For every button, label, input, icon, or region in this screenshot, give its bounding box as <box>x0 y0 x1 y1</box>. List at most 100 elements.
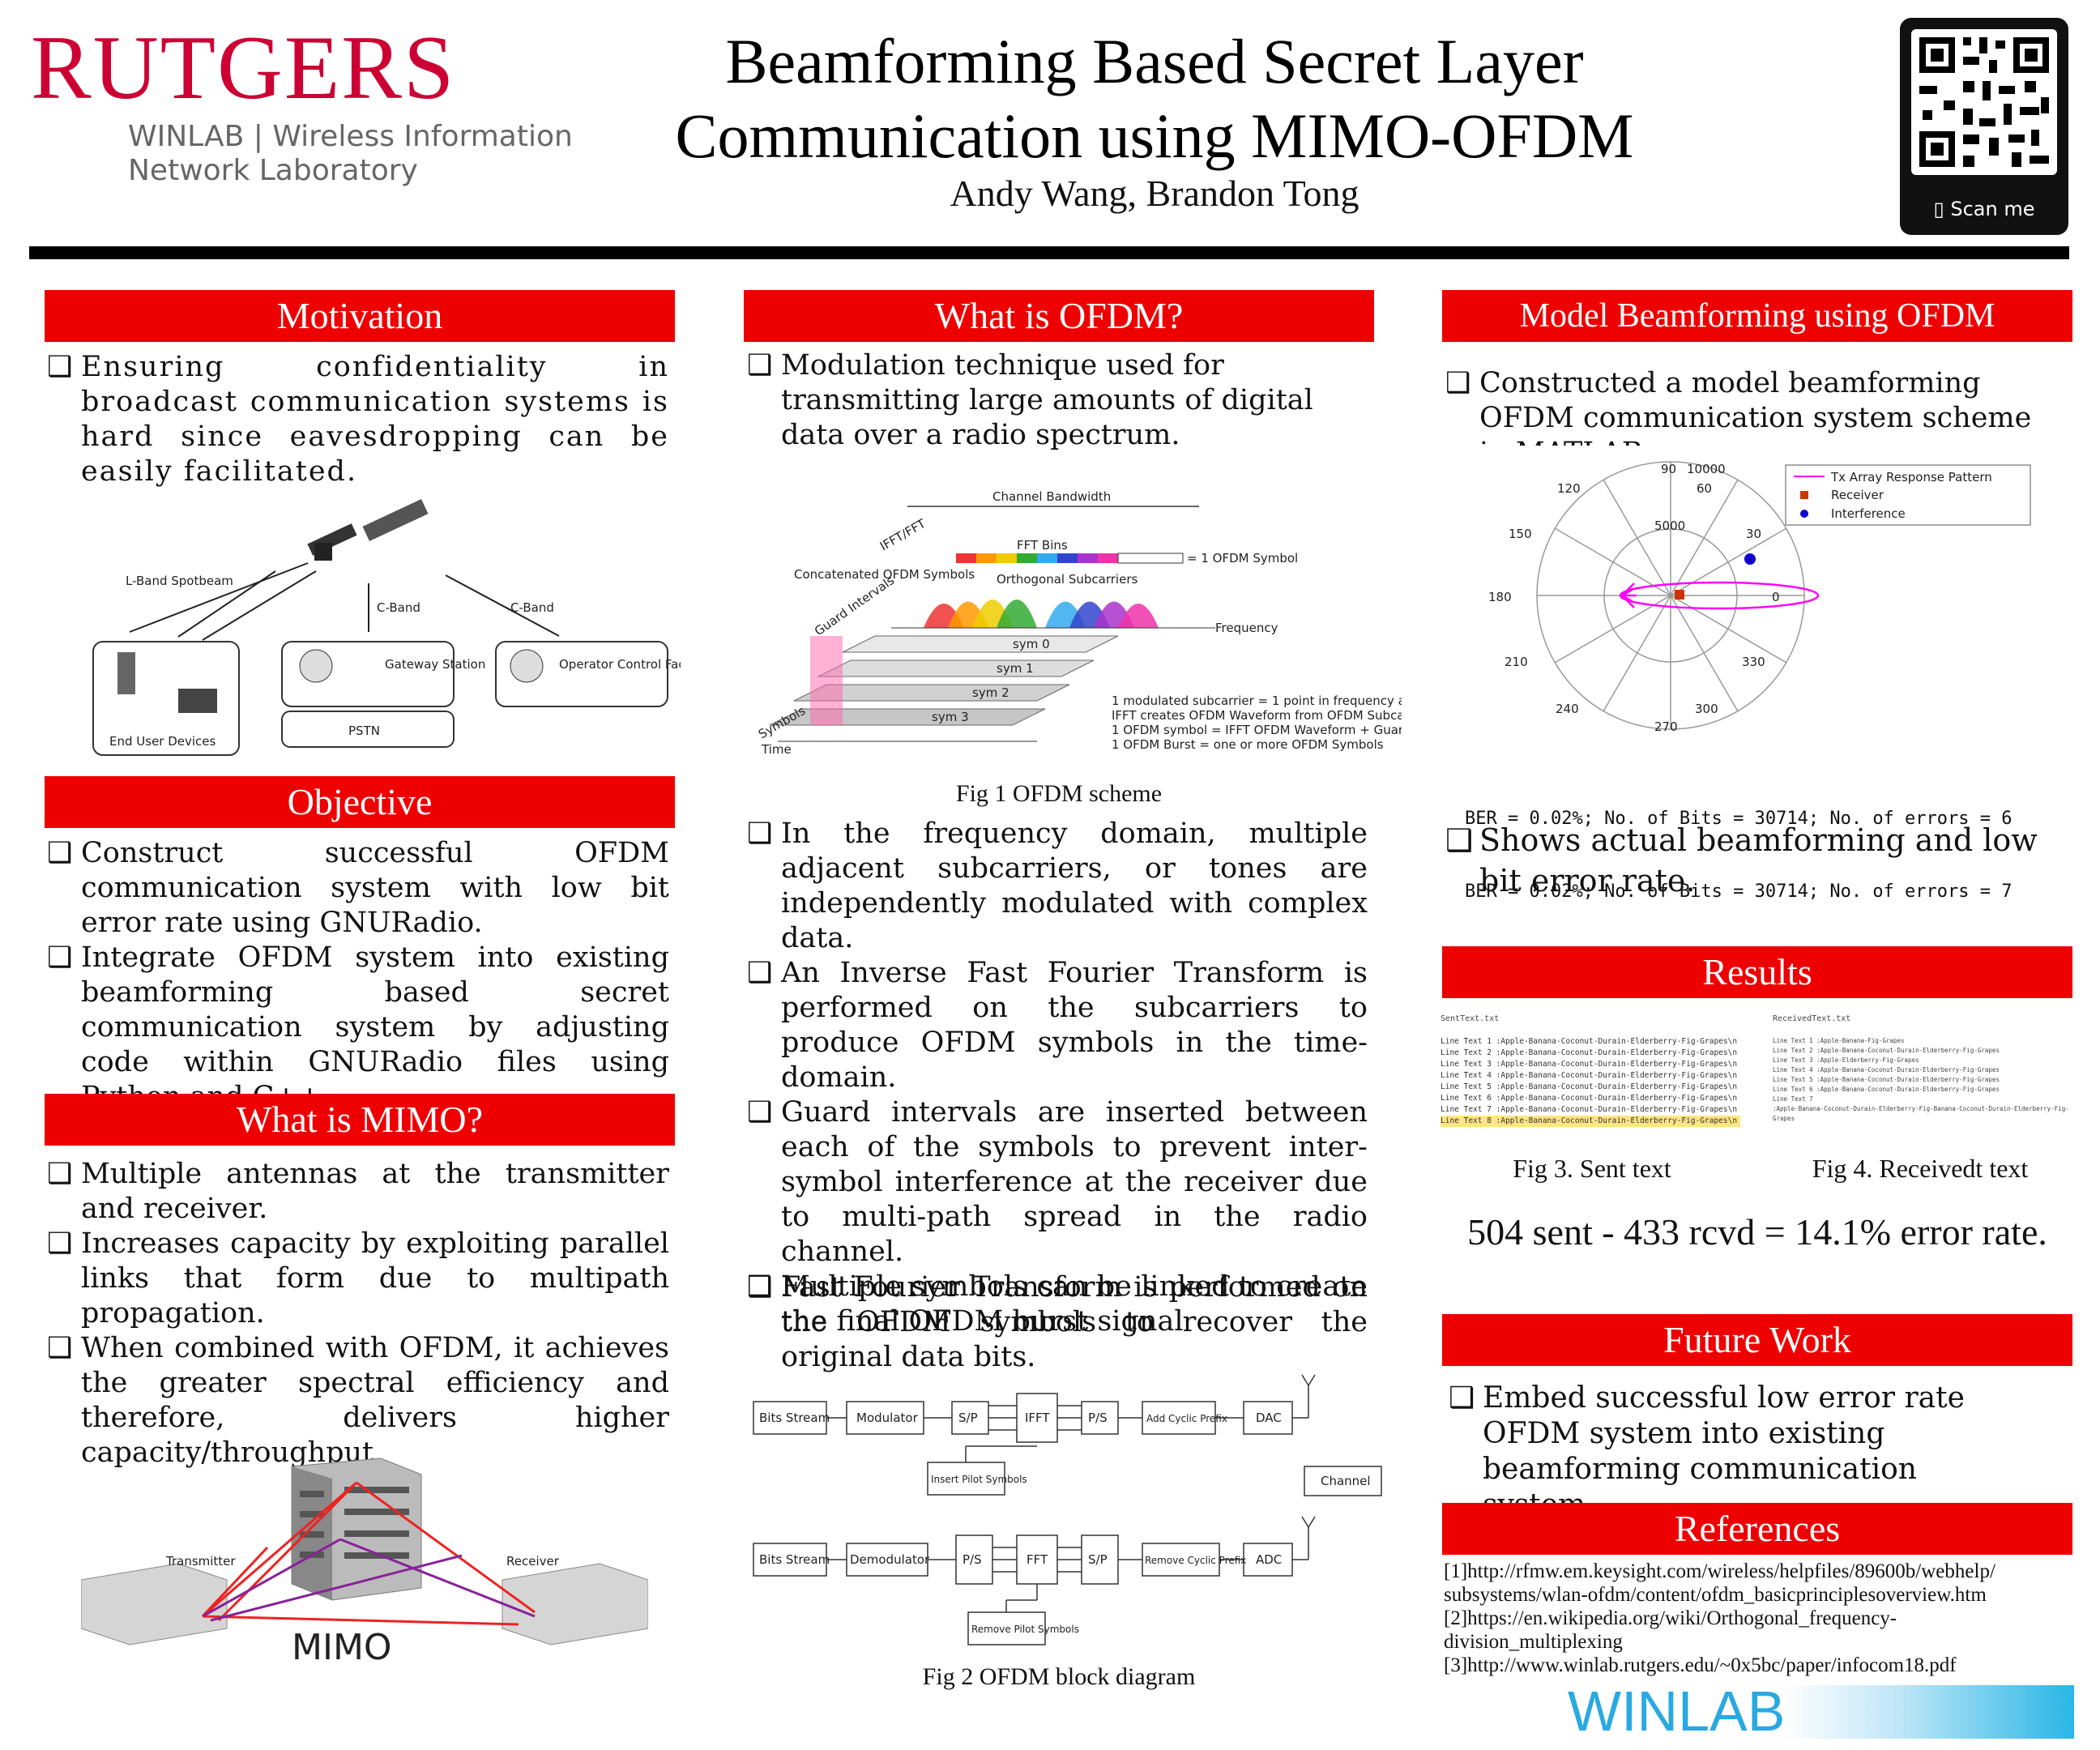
pstn-label: PSTN <box>348 723 380 738</box>
building-icon <box>291 1458 422 1601</box>
title-line2: Communication using MIMO-OFDM <box>675 100 1634 171</box>
objective-heading: Objective <box>45 776 675 828</box>
angle-30: 30 <box>1746 527 1761 541</box>
end-user-label: End User Devices <box>109 734 216 749</box>
fig3-caption: Fig 3. Sent text <box>1513 1154 1671 1183</box>
legend-4: 1 OFDM Burst = one or more OFDM Symbols <box>1112 737 1384 752</box>
text-line: Line Text 5 :Apple-Banana-Coconut-Durain… <box>1441 1082 1738 1091</box>
reference-2a[interactable]: [2]https://en.wikipedia.org/wiki/Orthogo… <box>1444 1607 1897 1629</box>
interference-marker <box>1744 553 1756 565</box>
text-line: Line Text 5 :Apple-Banana-Coconut-Durain… <box>1773 1076 2000 1083</box>
angle-60: 60 <box>1697 481 1712 496</box>
angle-270: 270 <box>1654 719 1678 734</box>
transmitter-box <box>81 1563 228 1645</box>
pstn-box <box>281 711 455 748</box>
tx-modulator: Modulator <box>856 1411 919 1425</box>
channel-box: Channel <box>1321 1474 1371 1488</box>
objective-text: Construct successful OFDM communication … <box>47 836 669 1115</box>
concat-label: Concatenated OFDM Symbols <box>794 567 975 582</box>
operator-box <box>495 641 668 707</box>
objective-bullet-2: Integrate OFDM system into existing beam… <box>47 941 669 1115</box>
fig2-caption: Fig 2 OFDM block diagram <box>922 1663 1196 1690</box>
tx-ifft: IFFT <box>1025 1411 1050 1425</box>
winlab-footer-band <box>1782 1685 2074 1739</box>
sym1-label: sym 1 <box>997 661 1034 676</box>
rx-adc: ADC <box>1256 1552 1282 1567</box>
mimo-diagram: Transmitter Receiver MIMO <box>81 1458 648 1668</box>
angle-240: 240 <box>1556 702 1579 716</box>
angle-0: 0 <box>1772 590 1780 604</box>
fft-bins-label: FFT Bins <box>1017 538 1068 553</box>
receiver-box <box>502 1563 648 1645</box>
mimo-bullet-2: Increases capacity by exploiting paralle… <box>47 1227 669 1331</box>
orthogonal-label: Orthogonal Subcarriers <box>997 572 1138 587</box>
motivation-text: Ensuring confidentiality in broadcast co… <box>47 350 669 489</box>
sent-text-image: SentText.txt Line Text 1 :Apple-Banana-C… <box>1441 1014 1740 1144</box>
model-heading: Model Beamforming using OFDM <box>1442 290 2072 342</box>
angle-300: 300 <box>1695 702 1718 716</box>
angle-120: 120 <box>1557 481 1581 496</box>
rutgers-logo: RUTGERS <box>31 18 456 118</box>
fig1-caption: Fig 1 OFDM scheme <box>955 780 1163 807</box>
legend-interference: Interference <box>1831 506 1906 521</box>
legend-receiver: Receiver <box>1831 488 1884 502</box>
text-line: Grapes <box>1773 1115 1795 1122</box>
polar-legend <box>1785 464 2031 526</box>
error-summary: 504 sent - 433 rcvd = 14.1% error rate. <box>1467 1211 2047 1253</box>
guard-label: Guard Intervals <box>812 573 897 638</box>
fft-bins-strip <box>956 553 1184 564</box>
text-line: Line Text 7 <box>1773 1095 1813 1103</box>
sym3-label: sym 3 <box>932 710 969 724</box>
beam-polar-plot: 90 120 60 150 30 180 0 210 330 240 300 2… <box>1460 446 2043 745</box>
tx-sp: S/P <box>958 1411 978 1425</box>
text-line: Line Text 6 :Apple-Banana-Coconut-Durain… <box>1773 1086 2000 1093</box>
legend-1: 1 modulated subcarrier = 1 point in freq… <box>1112 694 1402 708</box>
beam-pattern <box>1619 581 1820 610</box>
cband-label-1: C-Band <box>377 600 420 615</box>
insert-pilot: Insert Pilot Symbols <box>931 1474 1027 1485</box>
rx-demodulator: Demodulator <box>850 1552 930 1567</box>
receiver-marker <box>1675 590 1684 600</box>
qr-code[interactable]: ▯ Scan me <box>1900 18 2068 235</box>
ofdm-fft-bullet: Fast Fourier Transform is performed on t… <box>747 1270 1368 1375</box>
references-list: [1]http://rfmw.em.keysight.com/wireless/… <box>1444 1560 2076 1677</box>
text-line: :Apple-Banana-Coconut-Durain-Elderberry-… <box>1773 1105 2069 1112</box>
antenna-icon-tx <box>1301 1374 1316 1386</box>
angle-90: 90 <box>1661 462 1676 476</box>
ofdm-fft-text: Fast Fourier Transform is performed on t… <box>747 1270 1368 1375</box>
text-line: Line Text 8 :Apple-Banana-Coconut-Durain… <box>1441 1116 1740 1127</box>
tx-add-cp: Add Cyclic Prefix <box>1146 1413 1227 1424</box>
poster-title: Beamforming Based Secret Layer Communica… <box>567 24 1742 173</box>
future-text: Embed successful low error rate OFDM sys… <box>1449 1381 2016 1523</box>
sent-file-title: SentText.txt <box>1441 1014 1500 1023</box>
fig4-caption: Fig 4. Receivedt text <box>1812 1154 2029 1183</box>
ofdm-scheme-figure: Channel Bandwidth FFT Bins = 1 OFDM Symb… <box>756 489 1402 753</box>
rx-sp: S/P <box>1088 1552 1108 1567</box>
reference-3[interactable]: [3]http://www.winlab.rutgers.edu/~0x5bc/… <box>1444 1654 1957 1676</box>
text-line: Line Text 6 :Apple-Banana-Coconut-Durain… <box>1441 1094 1738 1103</box>
ofdm-text: In the frequency domain, multiple adjace… <box>747 817 1368 1339</box>
sent-lines: Line Text 1 :Apple-Banana-Coconut-Durain… <box>1441 1036 1740 1127</box>
model-bullet-2: Shows actual beamforming and low bit err… <box>1445 820 2066 901</box>
ofdm-intro: Modulation technique used for transmitti… <box>747 348 1368 453</box>
future-heading: Future Work <box>1442 1314 2072 1366</box>
reference-1a[interactable]: [1]http://rfmw.em.keysight.com/wireless/… <box>1444 1560 1995 1582</box>
mimo-heading: What is MIMO? <box>45 1094 675 1146</box>
antenna-icon-rx <box>1301 1516 1316 1528</box>
legend-pattern: Tx Array Response Pattern <box>1830 470 1992 484</box>
subcarrier-waves <box>924 600 1159 628</box>
lband-label: L-Band Spotbeam <box>126 574 233 588</box>
text-line: Line Text 7 :Apple-Banana-Coconut-Durain… <box>1441 1105 1738 1114</box>
reference-2b[interactable]: division_multiplexing <box>1444 1631 1623 1653</box>
channel-bw-label: Channel Bandwidth <box>992 489 1111 504</box>
dish-icon-2 <box>510 649 544 683</box>
sym0-label: sym 0 <box>1013 637 1050 651</box>
operator-label: Operator Control Facility <box>559 657 681 672</box>
reference-1b[interactable]: subsystems/wlan-ofdm/content/ofdm_basicp… <box>1444 1584 1987 1606</box>
qr-label-text: Scan me <box>1950 198 2035 220</box>
lab-name: WINLAB | Wireless Information Network La… <box>128 120 573 188</box>
qr-label: ▯ Scan me <box>1900 198 2068 220</box>
text-line: Line Text 1 :Apple-Banana-Fig-Grapes <box>1773 1037 1905 1044</box>
received-text-image: ReceivedText.txt Line Text 1 :Apple-Bana… <box>1773 1014 2072 1144</box>
